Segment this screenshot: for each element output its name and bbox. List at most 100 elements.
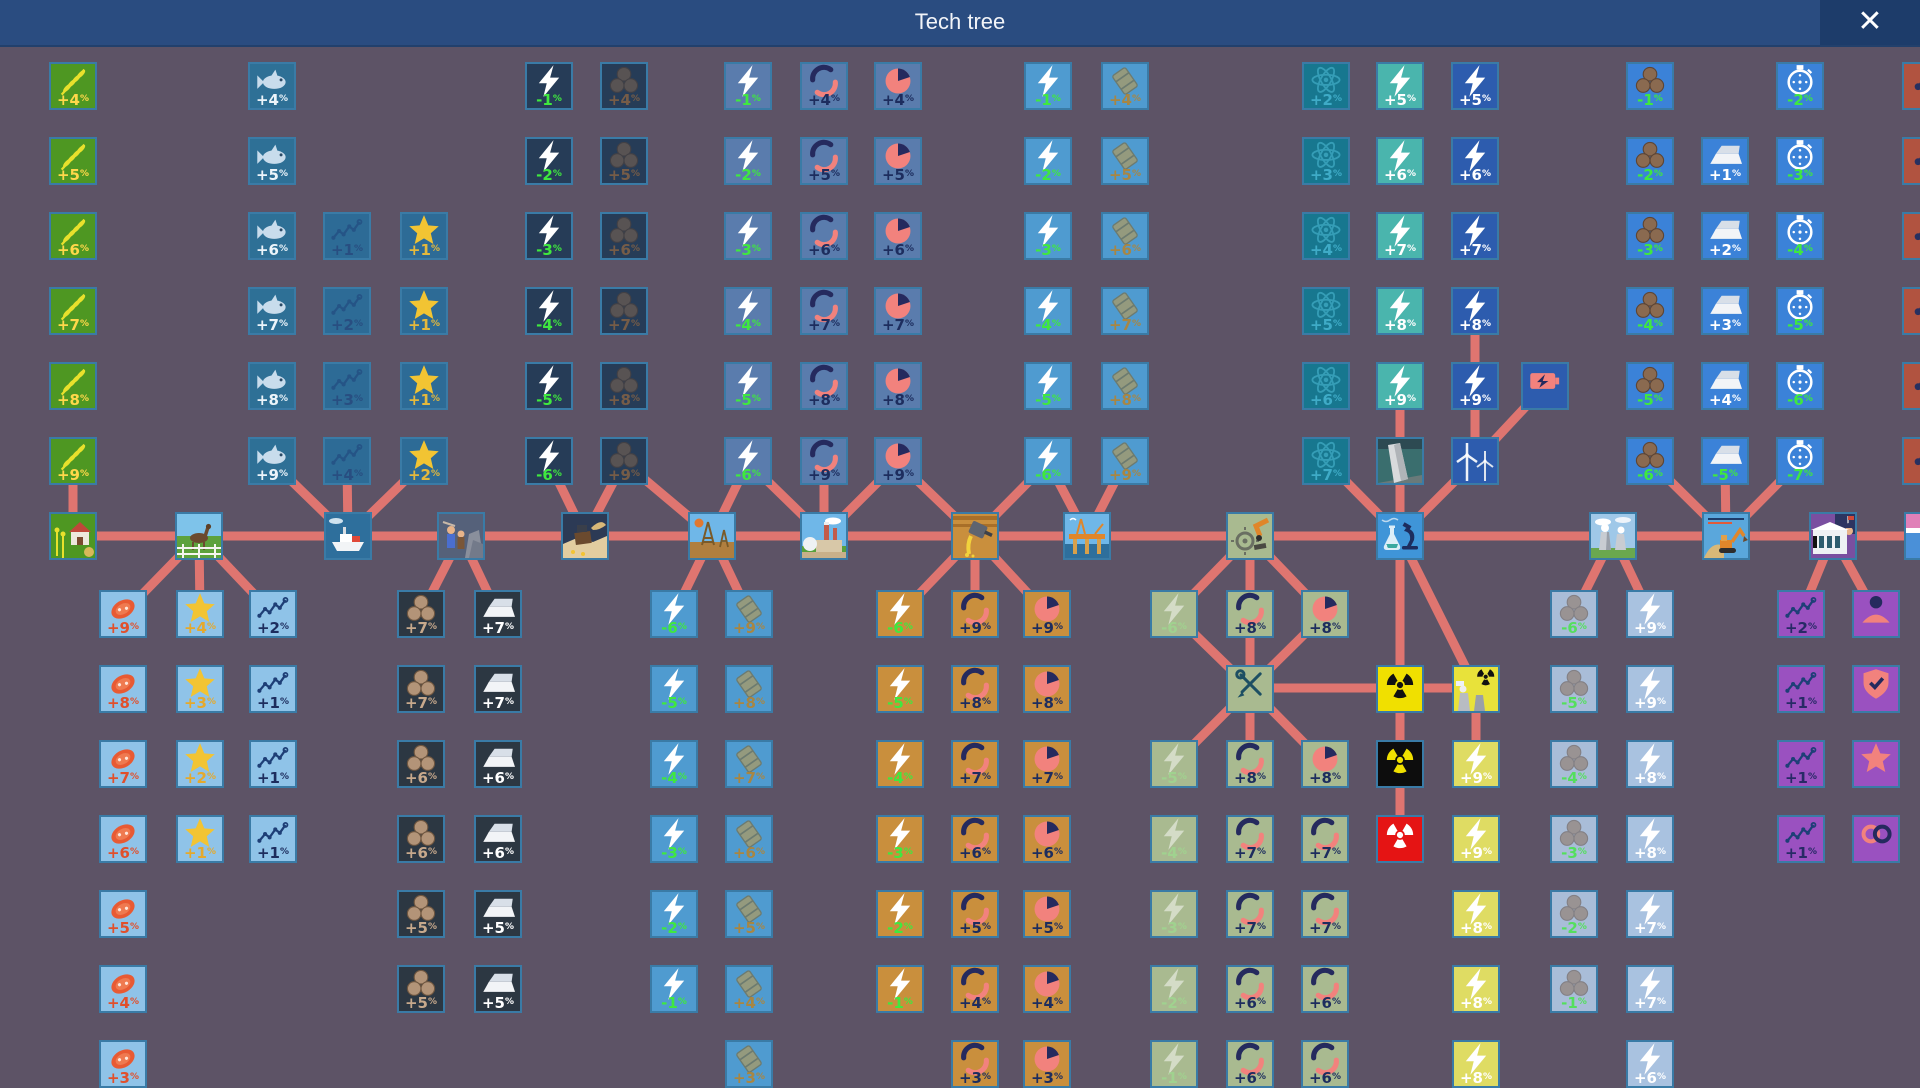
chart-bonus-light-node[interactable]: +1% [249,665,297,713]
tech-industry[interactable] [800,512,848,560]
ingot-yield-dark-node[interactable]: +5% [474,965,522,1013]
ingot-bright-node[interactable]: -5% [1701,437,1749,485]
energy-yellow-node[interactable]: +9% [1452,740,1500,788]
production-blue-node[interactable]: +9% [800,437,848,485]
energy-cost-orange-node[interactable]: -2% [876,890,924,938]
production-orange-node[interactable]: +3% [951,1040,999,1088]
perk-purple-node[interactable] [1852,590,1900,638]
energy-cost-navy-node[interactable]: -1% [525,62,573,110]
chart-bonus-purple-node[interactable]: +1% [1777,815,1825,863]
oil-yield-sky-low-node[interactable]: +4% [725,965,773,1013]
production-blue-node[interactable]: +7% [800,287,848,335]
molecule-edge-node[interactable] [1902,362,1920,410]
ore-cost-bright-node[interactable]: -3% [1626,212,1674,260]
energy-cost-sky-node[interactable]: -6% [1024,437,1072,485]
molecule-edge-node[interactable] [1902,212,1920,260]
tech-offscreen[interactable] [1904,512,1920,560]
ore-cost-faint-node[interactable]: -1% [1550,965,1598,1013]
ore-yield-navy-node[interactable]: +5% [600,137,648,185]
energy-cost-sky-low-node[interactable]: -5% [650,665,698,713]
energy-cost-sage-node[interactable]: -5% [1150,740,1198,788]
tech-ranching[interactable] [175,512,223,560]
energy-cost-sky-node[interactable]: -4% [1024,287,1072,335]
ingot-yield-dark-node[interactable]: +6% [474,740,522,788]
ore-yield-dark-node[interactable]: +7% [397,665,445,713]
chart-bonus-purple-node[interactable]: +1% [1777,665,1825,713]
ore-cost-bright-node[interactable]: -6% [1626,437,1674,485]
atom-research-node[interactable]: +7% [1302,437,1350,485]
ore-cost-bright-node[interactable]: -1% [1626,62,1674,110]
energy-yellow-node[interactable]: +8% [1452,890,1500,938]
energy-cost-sky-low-node[interactable]: -3% [650,815,698,863]
ore-yield-dark-node[interactable]: +5% [397,965,445,1013]
mixed-sage-node[interactable]: +6% [1301,1040,1349,1088]
energy-cost-orange-node[interactable]: -1% [876,965,924,1013]
energy-cost-blue-node[interactable]: -6% [724,437,772,485]
fish-bonus-node[interactable]: +9% [248,437,296,485]
meat-bonus-node[interactable]: +7% [99,740,147,788]
chart-bonus-light-node[interactable]: +2% [249,590,297,638]
tech-metallurgy[interactable] [951,512,999,560]
production-blue-node[interactable]: +6% [800,212,848,260]
chart-bonus-purple-node[interactable]: +1% [1777,740,1825,788]
chart-bonus-light-node[interactable]: +1% [249,815,297,863]
molecule-edge-node[interactable] [1902,137,1920,185]
atom-research-node[interactable]: +2% [1302,62,1350,110]
tech-prospecting[interactable] [561,512,609,560]
mixed-sage-node[interactable]: +8% [1301,740,1349,788]
tech-finance[interactable] [1809,512,1857,560]
tech-wind-power[interactable] [1451,437,1499,485]
share-orange-node[interactable]: +4% [1023,965,1071,1013]
energy-cost-sage-node[interactable]: -6% [1150,590,1198,638]
energy-cost-orange-node[interactable]: -5% [876,665,924,713]
ingot-bright-node[interactable]: +2% [1701,212,1749,260]
mixed-sage-node[interactable]: +6% [1301,965,1349,1013]
battery-storage[interactable] [1521,362,1569,410]
production-blue-node[interactable]: +8% [800,362,848,410]
fish-bonus-node[interactable]: +8% [248,362,296,410]
prestige-star-bonus-node[interactable]: +1% [400,287,448,335]
energy-periwinkle-node[interactable]: +8% [1626,815,1674,863]
tech-excavation[interactable] [1702,512,1750,560]
energy-navy-blue-node[interactable]: +8% [1451,287,1499,335]
production-orange-node[interactable]: +7% [951,740,999,788]
ore-cost-bright-node[interactable]: -4% [1626,287,1674,335]
oil-yield-sky-low-node[interactable]: +6% [725,815,773,863]
mixed-sage-node[interactable]: +7% [1301,890,1349,938]
tech-oil-wells[interactable] [688,512,736,560]
energy-cost-sky-node[interactable]: -5% [1024,362,1072,410]
energy-cost-navy-node[interactable]: -4% [525,287,573,335]
ore-cost-faint-node[interactable]: -6% [1550,590,1598,638]
build-time-bright-node[interactable]: -6% [1776,362,1824,410]
meat-bonus-node[interactable]: +6% [99,815,147,863]
atom-research-node[interactable]: +4% [1302,212,1350,260]
prestige-star-bonus-node[interactable]: +1% [400,212,448,260]
energy-periwinkle-node[interactable]: +9% [1626,590,1674,638]
energy-teal-node[interactable]: +6% [1376,137,1424,185]
energy-yellow-node[interactable]: +8% [1452,1040,1500,1088]
production-sage-node[interactable]: +8% [1226,590,1274,638]
tech-nuclear-plant[interactable] [1452,665,1500,713]
fish-bonus-node[interactable]: +5% [248,137,296,185]
energy-cost-navy-node[interactable]: -5% [525,362,573,410]
oil-yield-sky-node[interactable]: +4% [1101,62,1149,110]
energy-cost-sky-node[interactable]: -1% [1024,62,1072,110]
production-sage-node[interactable]: +8% [1226,740,1274,788]
meat-bonus-node[interactable]: +9% [99,590,147,638]
meat-bonus-node[interactable]: +5% [99,890,147,938]
oil-yield-sky-node[interactable]: +5% [1101,137,1149,185]
star-bonus-light-node[interactable]: +2% [176,740,224,788]
ore-cost-faint-node[interactable]: -5% [1550,665,1598,713]
energy-teal-node[interactable]: +5% [1376,62,1424,110]
production-sage-node[interactable]: +7% [1226,815,1274,863]
tech-science-lab[interactable] [1376,512,1424,560]
wheat-bonus-node[interactable]: +7% [49,287,97,335]
energy-periwinkle-node[interactable]: +8% [1626,740,1674,788]
ore-cost-faint-node[interactable]: -2% [1550,890,1598,938]
ore-yield-dark-node[interactable]: +7% [397,590,445,638]
energy-cost-navy-node[interactable]: -3% [525,212,573,260]
ingot-yield-dark-node[interactable]: +7% [474,665,522,713]
molecule-edge-node[interactable] [1902,437,1920,485]
energy-navy-blue-node[interactable]: +5% [1451,62,1499,110]
energy-cost-sage-node[interactable]: -4% [1150,815,1198,863]
